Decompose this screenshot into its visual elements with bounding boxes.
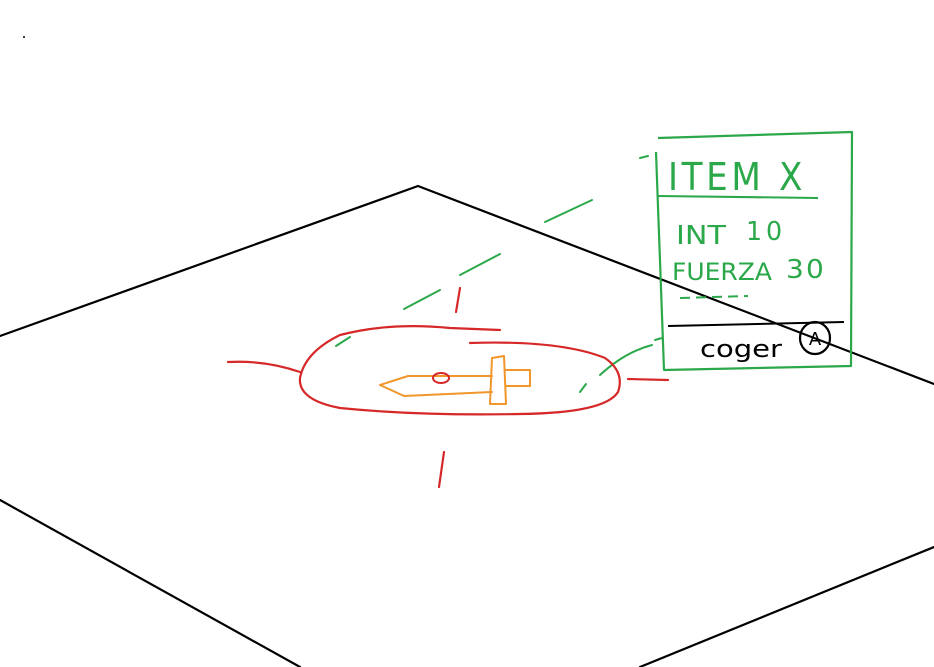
tooltip-title-underline <box>657 195 819 199</box>
ground-edge-back-right <box>416 184 934 386</box>
pickup-action[interactable]: coger A <box>700 320 832 363</box>
item-tooltip: ITEM X INT 10 FUERZA 30 coger A <box>654 130 854 372</box>
sword-jewel <box>432 372 450 384</box>
tooltip-frame <box>654 130 854 372</box>
tooltip-stat-dash <box>679 295 749 299</box>
item-highlight-ring <box>226 286 670 489</box>
pickup-action-label[interactable]: coger <box>700 335 782 363</box>
ground-plane <box>0 184 934 667</box>
stray-dot <box>23 36 25 38</box>
crosshair-bottom <box>437 450 446 489</box>
ground-edge-front-right <box>638 545 934 667</box>
ground-edge-front-left <box>0 498 302 667</box>
a-button-icon[interactable]: A <box>798 320 832 356</box>
tooltip-title: ITEM X <box>668 155 806 199</box>
sword-blade <box>379 375 493 397</box>
crosshair-left <box>226 360 302 374</box>
tooltip-connector <box>335 155 663 393</box>
stat-label-fuerza: FUERZA <box>672 258 773 286</box>
highlight-ellipse <box>298 325 621 416</box>
a-button-ring <box>798 320 832 356</box>
sword-guard <box>489 355 507 405</box>
stat-value-fuerza: 30 <box>786 255 826 285</box>
crosshair-top <box>454 286 462 314</box>
tooltip-stat-row: INT 10 <box>676 217 786 251</box>
sword-icon[interactable] <box>379 355 531 405</box>
crosshair-right <box>626 377 670 382</box>
a-button-label: A <box>809 329 822 350</box>
tooltip-stat-row: FUERZA 30 <box>672 255 826 286</box>
sword-hilt <box>505 369 531 387</box>
stat-label-int: INT <box>676 221 726 251</box>
ground-edge-back-left <box>0 184 420 338</box>
stat-value-int: 10 <box>746 217 786 247</box>
